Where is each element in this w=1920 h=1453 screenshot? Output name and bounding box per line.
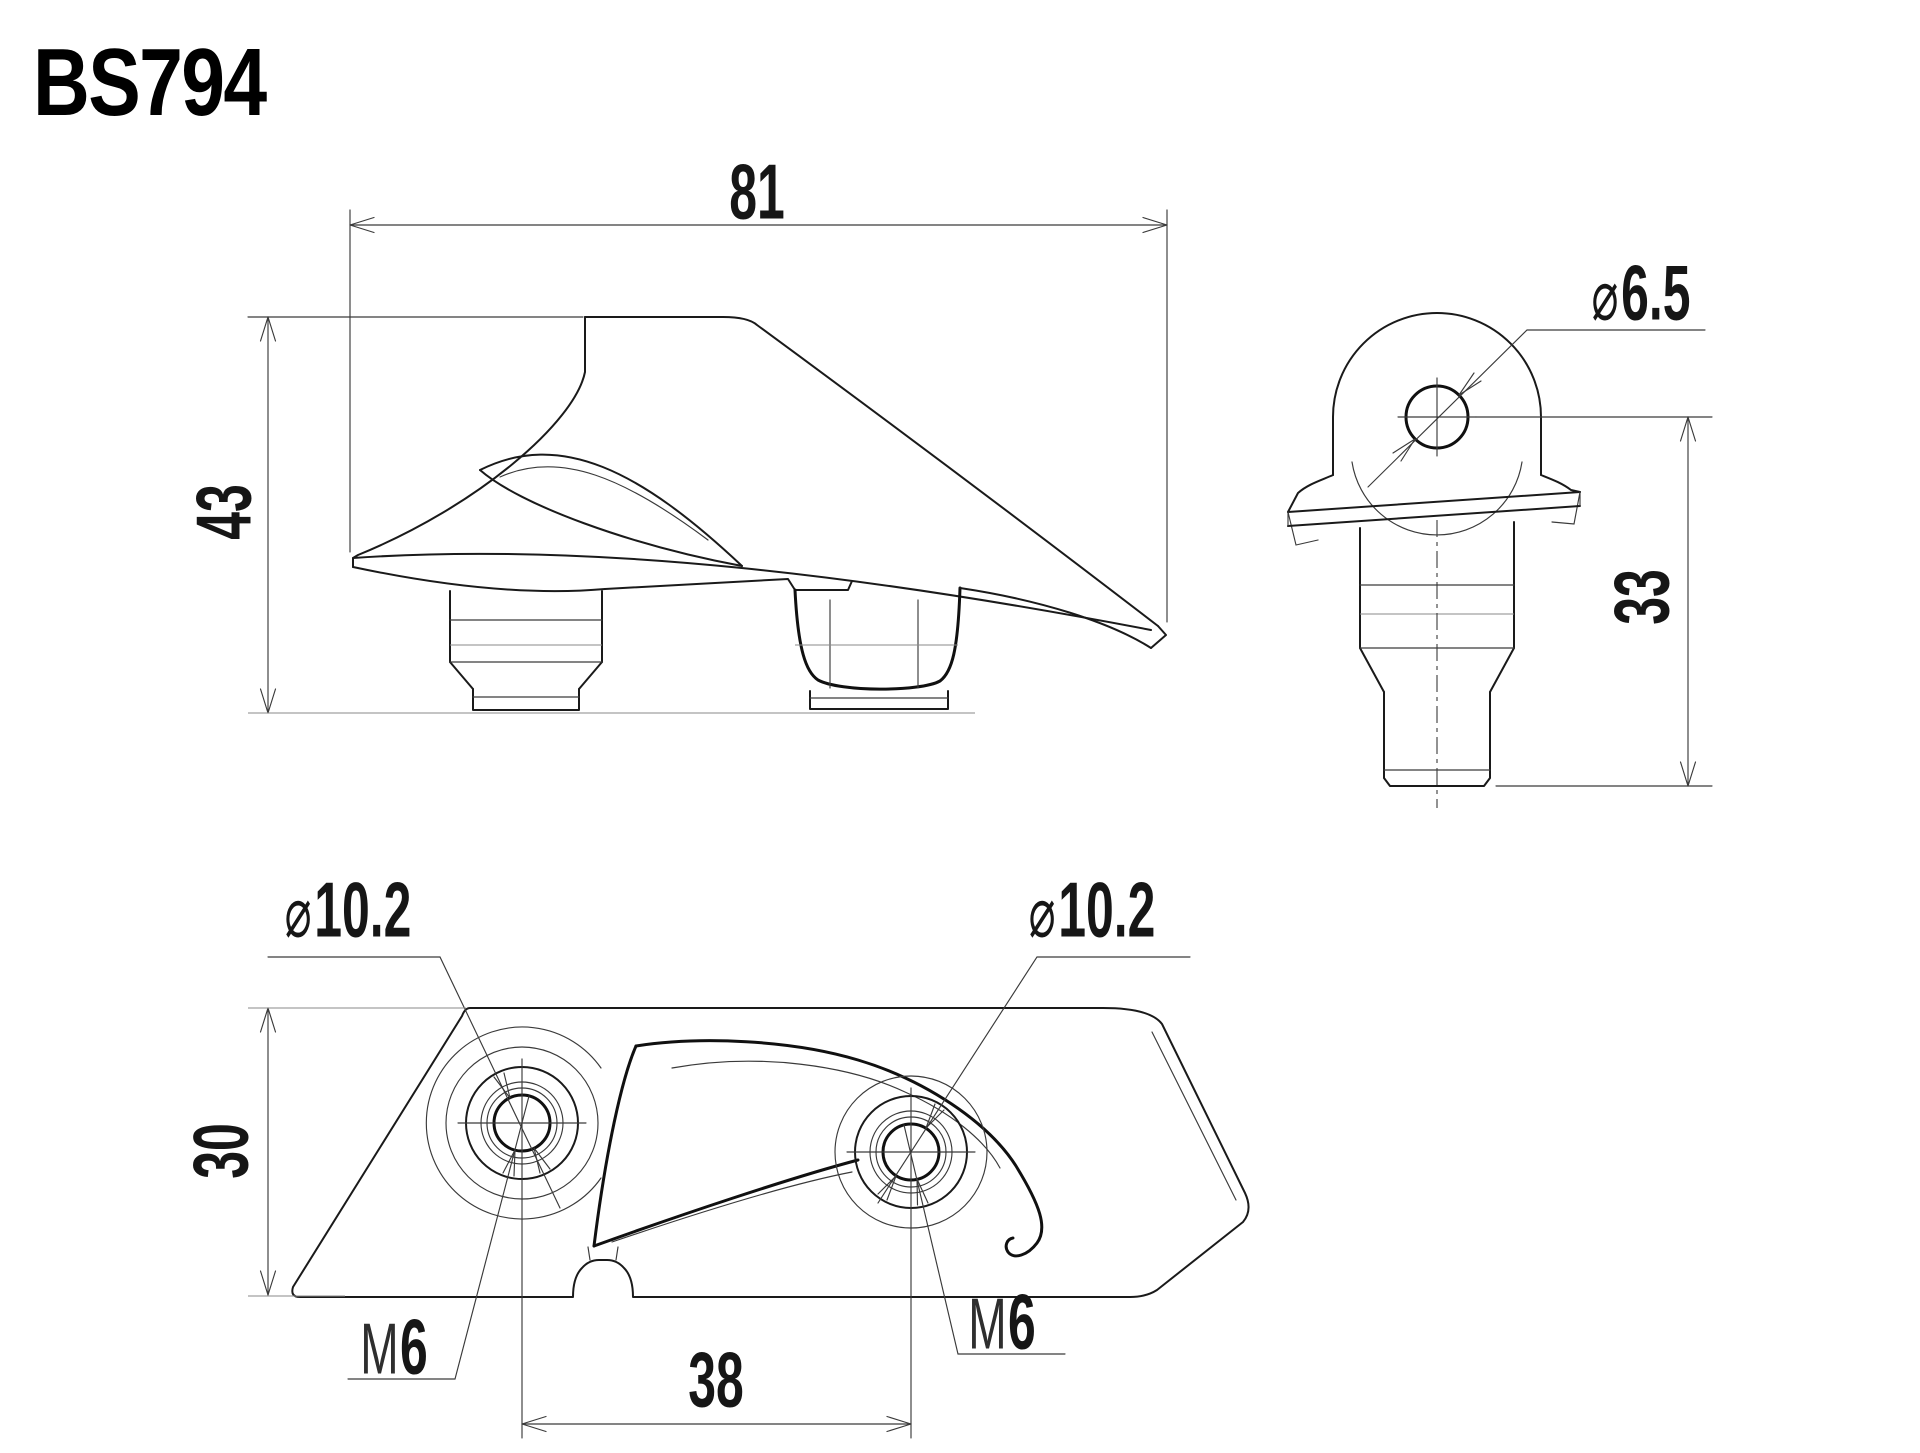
- leader-dia-10-2-left: [267, 956, 561, 1209]
- thread-m6-right-text: M 6: [968, 1277, 1036, 1366]
- dim-33-lines: [1475, 416, 1713, 787]
- leader-dia-10-2-right: [877, 956, 1191, 1204]
- dim-81-lines: [349, 209, 1168, 623]
- front-view: [1287, 312, 1713, 808]
- leader-m6-right: [903, 1124, 1066, 1355]
- dim-dia-10-2-left-text: ⌀ 10.2: [284, 865, 412, 954]
- diameter-symbol: ⌀: [284, 873, 312, 952]
- dim-30-text: 30: [176, 1123, 265, 1179]
- thread-m6-left-text: M 6: [360, 1302, 428, 1391]
- thread-prefix: M: [360, 1309, 399, 1390]
- dim-33-text: 33: [1597, 569, 1686, 625]
- diameter-symbol: ⌀: [1591, 256, 1619, 335]
- dim-38-lines: [521, 1415, 912, 1433]
- dim-dia-6-5-text: ⌀ 6.5: [1591, 248, 1691, 337]
- part-number: BS794: [33, 29, 267, 136]
- bottom-right-hole: [834, 1075, 988, 1439]
- leader-dia-6-5: [1367, 329, 1706, 488]
- thread-prefix: M: [968, 1284, 1007, 1365]
- dim-30-lines: [248, 1007, 466, 1297]
- dim-81-text: 81: [729, 147, 785, 236]
- leader-m6-left: [347, 1095, 530, 1380]
- dim-dia-10-2-right-text: ⌀ 10.2: [1028, 865, 1156, 954]
- drawing-title: BS794: [33, 28, 267, 138]
- dim-43-text: 43: [179, 484, 268, 540]
- side-view: [247, 209, 1168, 714]
- dim-38-text: 38: [688, 1335, 744, 1424]
- bottom-view: [248, 956, 1250, 1439]
- bottom-left-hole: [425, 1026, 602, 1439]
- diameter-symbol: ⌀: [1028, 873, 1056, 952]
- dim-43-lines: [247, 316, 975, 714]
